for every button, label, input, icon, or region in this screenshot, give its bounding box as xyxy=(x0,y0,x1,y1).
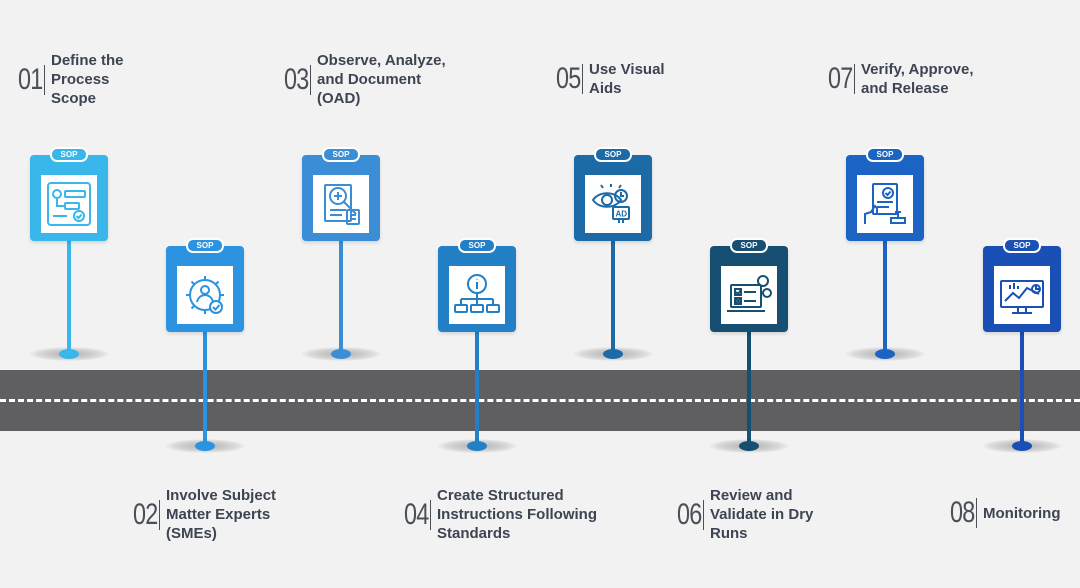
document-magnifier-icon xyxy=(324,184,360,225)
step-title: Verify, Approve, and Release xyxy=(861,61,974,97)
monitor-analytics-icon xyxy=(1000,280,1044,314)
pole-base xyxy=(875,349,895,359)
sop-board-2: SOP xyxy=(166,238,244,332)
step-number: 04 xyxy=(404,497,429,531)
sign-pole xyxy=(339,238,343,352)
sop-board-6: SOP xyxy=(710,238,788,332)
step-number: 02 xyxy=(133,497,158,531)
sign-pole xyxy=(1020,330,1024,444)
sign-pole xyxy=(747,330,751,444)
sop-tag: SOP xyxy=(186,238,224,253)
icon-frame xyxy=(313,175,369,233)
step-number: 08 xyxy=(950,496,975,529)
icon-frame xyxy=(721,266,777,324)
icon-frame xyxy=(857,175,913,233)
step-divider xyxy=(44,64,45,95)
step-number: 03 xyxy=(284,62,309,96)
step-title: Monitoring xyxy=(983,504,1061,522)
step-divider xyxy=(582,64,583,94)
step-title: Create Structured Instructions Following… xyxy=(437,487,597,542)
sop-tag: SOP xyxy=(866,147,904,162)
step-8-label: 08 Monitoring xyxy=(950,496,1060,530)
icon-frame xyxy=(41,175,97,233)
sop-board-1: SOP xyxy=(30,147,108,241)
sop-tag: SOP xyxy=(50,147,88,162)
sop-board-5: SOP AD xyxy=(574,147,652,241)
icon-frame: AD xyxy=(585,175,641,233)
step-3-label: 03 Observe, Analyze, and Document (OAD) xyxy=(284,51,446,108)
sop-tag: SOP xyxy=(730,238,768,253)
pole-base xyxy=(739,441,759,451)
gear-person-icon xyxy=(186,276,224,314)
step-divider xyxy=(159,499,160,530)
sop-board-8: SOP xyxy=(983,238,1061,332)
step-number: 05 xyxy=(556,62,581,95)
step-4-label: 04 Create Structured Instructions Follow… xyxy=(404,486,597,543)
icon-frame xyxy=(994,266,1050,324)
step-divider xyxy=(310,64,311,95)
laptop-checklist-icon xyxy=(727,275,772,312)
sign-pole xyxy=(611,238,615,352)
eye-ad-icon: AD xyxy=(591,184,630,223)
sop-tag: SOP xyxy=(1003,238,1041,253)
road-center-line xyxy=(0,399,1080,402)
sop-tag: SOP xyxy=(322,147,360,162)
step-title: Observe, Analyze, and Document (OAD) xyxy=(317,52,446,107)
step-divider xyxy=(430,499,431,530)
approval-stamp-icon xyxy=(864,183,906,224)
step-1-label: 01 Define the Process Scope xyxy=(18,51,124,108)
step-title: Use Visual Aids xyxy=(589,61,665,97)
step-title: Review and Validate in Dry Runs xyxy=(710,487,814,542)
step-divider xyxy=(976,498,977,528)
step-2-label: 02 Involve Subject Matter Experts (SMEs) xyxy=(133,486,276,543)
step-title: Involve Subject Matter Experts (SMEs) xyxy=(166,487,277,542)
svg-text:AD: AD xyxy=(616,210,628,219)
step-title: Define the Process Scope xyxy=(51,52,124,107)
pole-base xyxy=(467,441,487,451)
step-number: 06 xyxy=(677,497,702,531)
step-6-label: 06 Review and Validate in Dry Runs xyxy=(677,486,813,543)
sop-board-3: SOP xyxy=(302,147,380,241)
step-5-label: 05 Use Visual Aids xyxy=(556,60,665,98)
sop-tag: SOP xyxy=(594,147,632,162)
pole-base xyxy=(1012,441,1032,451)
sign-pole xyxy=(203,330,207,444)
step-number: 01 xyxy=(18,62,43,96)
sop-board-4: SOP xyxy=(438,238,516,332)
step-divider xyxy=(854,64,855,94)
sop-tag: SOP xyxy=(458,238,496,253)
sign-pole xyxy=(883,238,887,352)
step-number: 07 xyxy=(828,62,853,95)
pole-base xyxy=(59,349,79,359)
pole-base xyxy=(603,349,623,359)
icon-frame xyxy=(449,266,505,324)
sop-board-7: SOP xyxy=(846,147,924,241)
hierarchy-info-icon xyxy=(454,274,500,313)
sign-pole xyxy=(475,330,479,444)
pole-base xyxy=(331,349,351,359)
step-divider xyxy=(703,499,704,530)
sign-pole xyxy=(67,238,71,352)
process-flow-icon xyxy=(47,182,91,226)
step-7-label: 07 Verify, Approve, and Release xyxy=(828,60,974,98)
icon-frame xyxy=(177,266,233,324)
pole-base xyxy=(195,441,215,451)
